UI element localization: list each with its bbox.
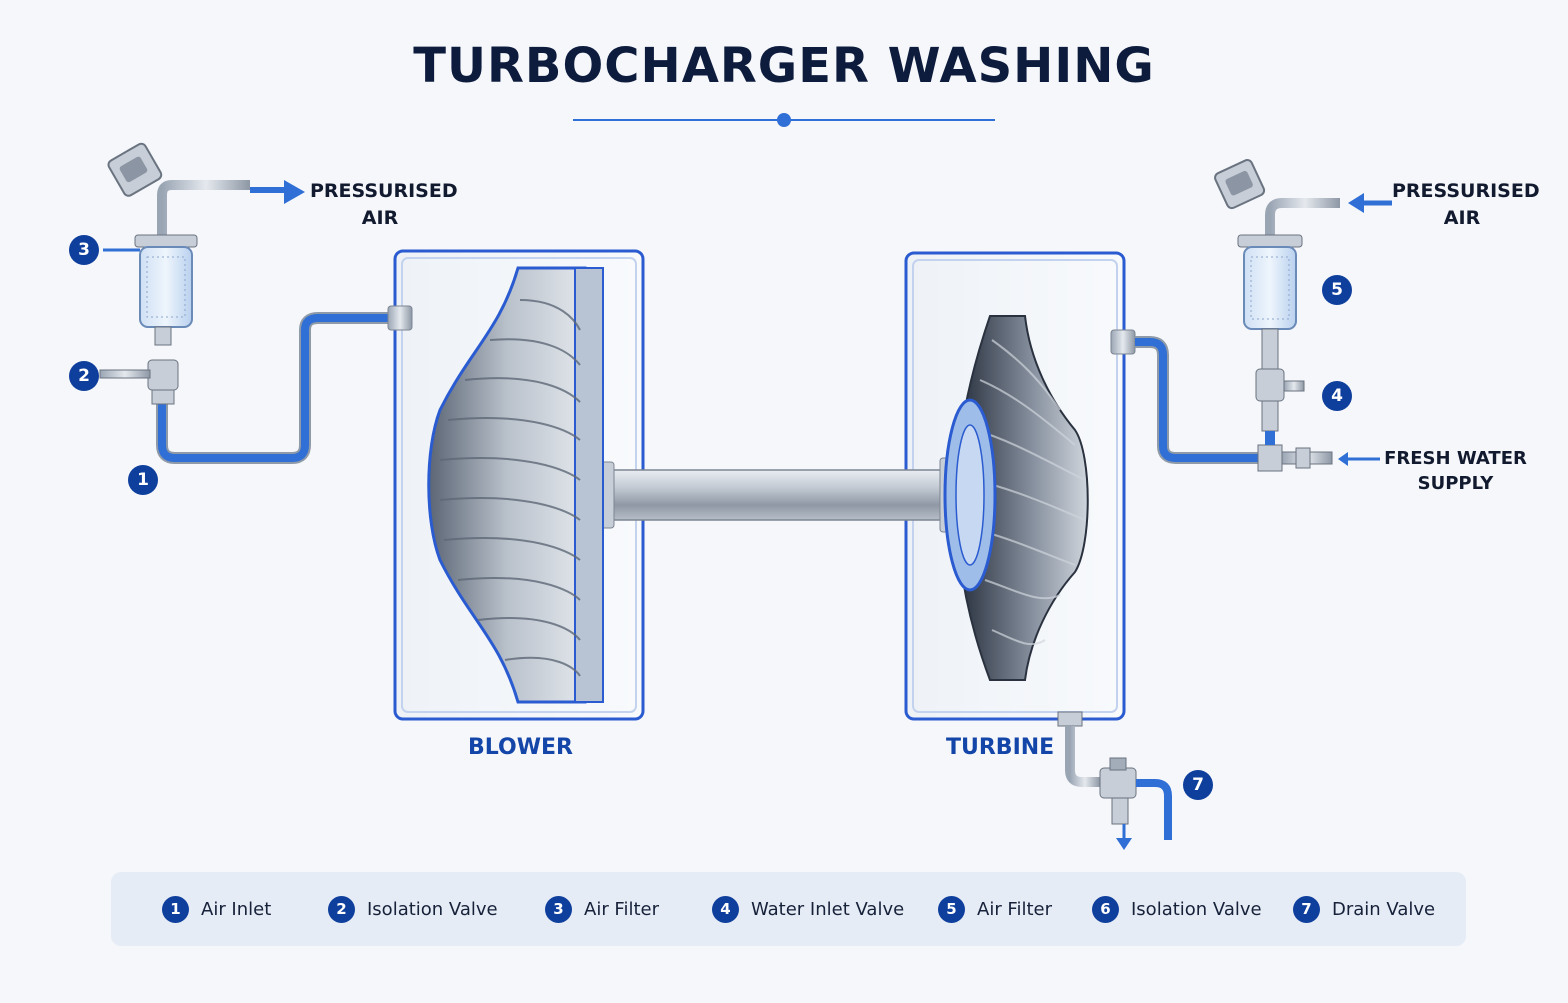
legend-number-badge: 1 [162,895,189,923]
right-pressurised-air-label: PRESSURISED AIR [1392,180,1540,229]
marker-5: 5 [1322,275,1352,305]
legend-item: 6 Isolation Valve [1092,872,1262,946]
turbine-label: TURBINE [946,735,1055,760]
legend-item: 7 Drain Valve [1293,872,1435,946]
legend-item: 2 Isolation Valve [328,872,498,946]
marker-4: 4 [1322,381,1352,411]
legend-number-badge: 6 [1092,895,1119,923]
legend-bar: 1 Air Inlet 2 Isolation Valve 3 Air Filt… [111,872,1466,946]
legend-number-badge: 7 [1293,895,1320,923]
legend-label: Air Filter [584,898,660,920]
legend-number-badge: 3 [545,895,572,923]
legend-label: Air Inlet [201,898,272,920]
legend-item: 5 Air Filter [938,872,1052,946]
legend-label: Drain Valve [1332,898,1436,920]
legend-number-badge: 4 [712,895,739,923]
right-filter-assembly [1214,159,1392,445]
legend-item: 1 Air Inlet [162,872,271,946]
blower-label: BLOWER [468,735,573,760]
turbine-wheel [943,315,1089,681]
blower-impeller [427,266,604,704]
legend-label: Water Inlet Valve [751,898,905,920]
legend-item: 3 Air Filter [545,872,659,946]
legend-label: Air Filter [977,898,1053,920]
marker-1: 1 [128,465,158,495]
left-pressurised-air-label: PRESSURISED AIR [310,180,458,229]
legend-item: 4 Water Inlet Valve [712,872,904,946]
marker-2: 2 [69,361,99,391]
marker-7: 7 [1183,770,1213,800]
fresh-water-supply-label: FRESH WATER SUPPLY [1384,448,1527,494]
legend-number-badge: 2 [328,895,355,923]
left-pipe-system [156,305,413,464]
legend-number-badge: 5 [938,895,965,923]
right-pipe-system [1110,329,1380,472]
legend-label: Isolation Valve [1131,898,1262,920]
title-divider [573,113,995,127]
page-title: TURBOCHARGER WASHING [413,38,1155,94]
drain-assembly [1057,711,1172,850]
marker-3: 3 [69,235,99,265]
legend-label: Isolation Valve [367,898,498,920]
left-filter-assembly [99,142,305,405]
